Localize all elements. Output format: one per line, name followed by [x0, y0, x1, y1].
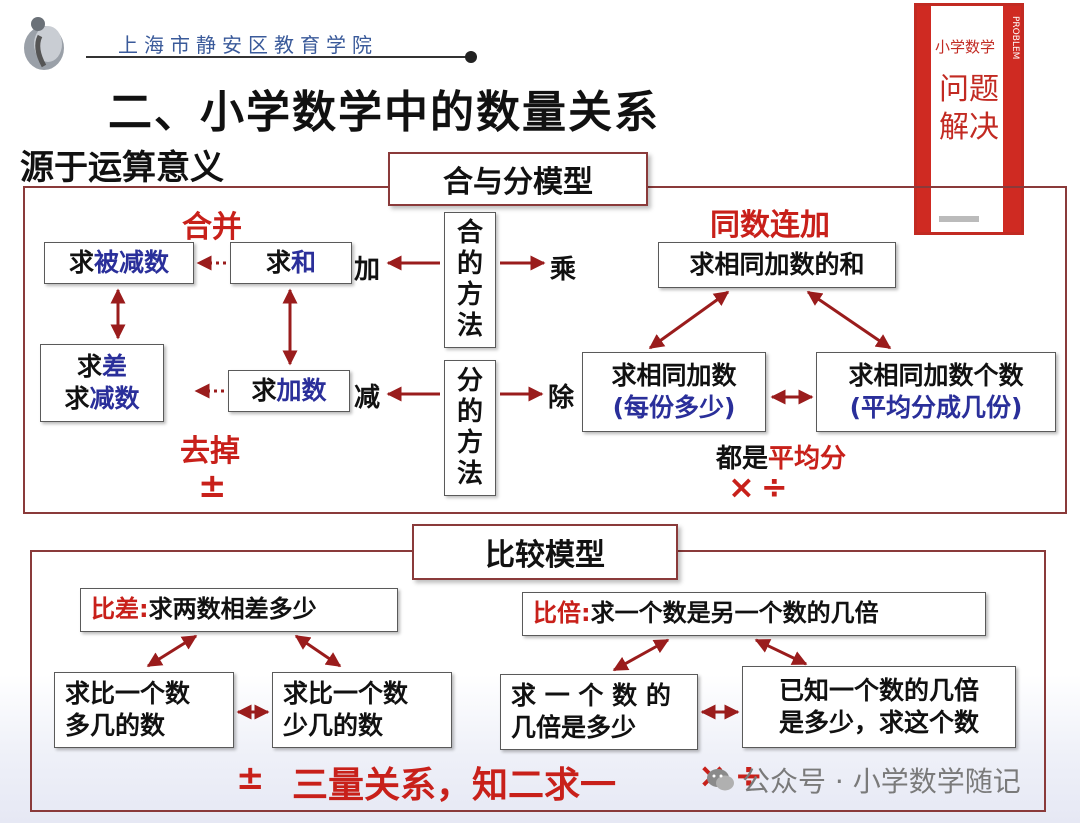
book-cover-side-text: PROBLEM [1010, 16, 1020, 60]
box-find-difference-p4: 减数 [89, 384, 140, 413]
box-find-difference-p1: 求 [76, 351, 102, 381]
box-sum-of-same-addends: 求相同加数的和 [658, 242, 896, 288]
header-rule-dot [465, 51, 477, 63]
model1-title: 合与分模型 [388, 152, 648, 206]
box-find-difference-p2: 差 [102, 351, 128, 381]
box-find-difference: 求差 求减数 [40, 344, 164, 422]
label-all-are: 都是 [716, 444, 769, 474]
box-find-multiple: 求 一 个 数 的 几倍是多少 [500, 674, 698, 750]
box-find-more-line2: 多几的数 [65, 711, 166, 740]
box-find-more-line1: 求比一个数 [65, 678, 191, 708]
book-cover-strip [939, 216, 979, 222]
watermark: 公众号 · 小学数学随记 [706, 760, 1021, 800]
op-subtract: 减 [354, 383, 381, 413]
op-multiply: 乘 [550, 255, 577, 285]
op-divide: 除 [548, 383, 575, 413]
summary-text: 三量关系，知二求一 [292, 765, 617, 806]
box-same-addend-line1: 求相同加数 [611, 360, 737, 390]
institute-name: 上海市静安区教育学院 [118, 33, 378, 57]
book-cover-title-2: 解决 [939, 110, 999, 145]
box-same-addend-count-line2: (平均分成几份) [849, 393, 1023, 422]
label-all-are-average: 都是平均分 [716, 438, 846, 475]
book-cover-small-title: 小学数学 [935, 38, 996, 56]
book-cover: 小学数学 问题 解决 PROBLEM [914, 3, 1024, 235]
label-same-add: 同数连加 [710, 208, 830, 243]
arrow-times-multiple [612, 638, 670, 672]
box-find-base-line2: 是多少，求这个数 [778, 708, 979, 737]
box-find-multiple-line2: 几倍是多少 [511, 713, 637, 742]
box-find-sum-p2: 和 [291, 247, 317, 277]
label-combine: 合并 [182, 210, 242, 245]
page-title: 二、小学数学中的数量关系 [108, 87, 660, 138]
box-find-less-line2: 少几的数 [283, 711, 384, 740]
box-find-multiple-line1: 求 一 个 数 的 [511, 680, 671, 710]
box-find-minuend: 求被减数 [44, 242, 194, 284]
box-find-base: 已知一个数的几倍 是多少，求这个数 [742, 666, 1016, 748]
box-find-base-line1: 已知一个数的几倍 [778, 675, 979, 705]
diff-compare-text: 求两数相差多少 [148, 595, 317, 624]
symbol-plus-minus-2: ± [236, 758, 265, 798]
arrow-diff-more [146, 634, 198, 668]
box-find-more: 求比一个数 多几的数 [54, 672, 234, 748]
box-same-addend-count-line1: 求相同加数个数 [848, 360, 1024, 390]
watermark-text: 公众号 · 小学数学随记 [742, 765, 1021, 798]
box-method-split: 分的方法 [444, 360, 496, 496]
arrow-times-base [754, 638, 808, 666]
box-find-sum-p1: 求 [265, 247, 291, 277]
op-add: 加 [354, 255, 381, 285]
arrow-samesum-addend [648, 290, 730, 350]
box-find-less: 求比一个数 少几的数 [272, 672, 452, 748]
box-find-minuend-p2: 被减数 [94, 247, 170, 277]
symbol-plus-minus-1: ± [198, 466, 227, 506]
box-find-sum: 求和 [230, 242, 352, 284]
book-cover-title-1: 问题 [939, 72, 999, 107]
box-find-minuend-p1: 求 [68, 247, 94, 277]
box-same-addend-count: 求相同加数个数 (平均分成几份) [816, 352, 1056, 432]
wechat-icon [706, 767, 736, 793]
header-rule [86, 56, 470, 58]
page-subtitle: 源于运算意义 [20, 148, 224, 188]
book-cover-redbar-left [917, 6, 931, 232]
times-compare-text: 求一个数是另一个数的几倍 [590, 599, 879, 628]
institute-logo [18, 8, 74, 72]
box-method-combine: 合的方法 [444, 212, 496, 348]
box-same-addend: 求相同加数 (每份多少) [582, 352, 766, 432]
times-compare-label: 比倍: [533, 599, 591, 628]
box-find-addend: 求加数 [228, 370, 350, 412]
book-cover-redbar-right [1003, 6, 1021, 232]
label-remove: 去掉 [180, 434, 240, 469]
arrow-diff-less [294, 634, 342, 668]
box-diff-compare: 比差:求两数相差多少 [80, 588, 398, 632]
model2-title: 比较模型 [412, 524, 678, 580]
box-find-difference-p3: 求 [64, 384, 90, 413]
box-same-addend-line2: (每份多少) [612, 393, 736, 422]
box-find-addend-p1: 求 [251, 375, 277, 405]
box-times-compare: 比倍:求一个数是另一个数的几倍 [522, 592, 986, 636]
label-average: 平均分 [768, 444, 847, 474]
box-find-less-line1: 求比一个数 [283, 678, 409, 708]
box-find-addend-p2: 加数 [276, 375, 327, 405]
diff-compare-label: 比差: [91, 595, 149, 624]
symbol-times-divide-1: ×÷ [728, 468, 794, 506]
arrow-samesum-count [806, 290, 892, 350]
